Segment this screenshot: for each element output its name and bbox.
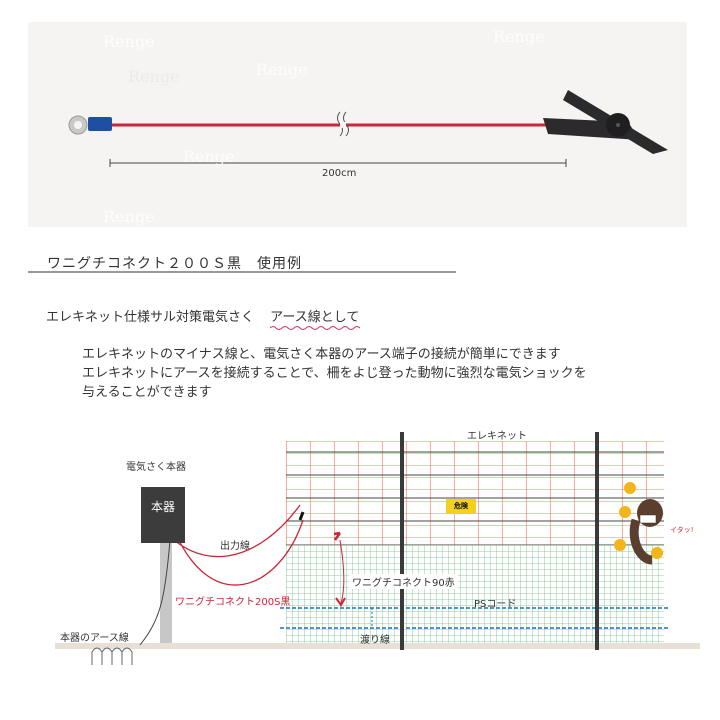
watermark: Renge (128, 67, 180, 86)
watermark: Renge (493, 27, 545, 46)
description-line: エレキネットにアースを接続することで、柵をよじ登った動物に強烈な電気ショックを (82, 366, 587, 381)
output-wire-label: 出力線 (220, 541, 250, 552)
section-title: ワニグチコネクト２００Ｓ黒 使用例 (47, 256, 302, 272)
highlight-text: アース線として (270, 310, 360, 325)
energizer-box: 本器 (141, 487, 185, 543)
watermark: Renge (183, 147, 235, 166)
watermark: Renge (103, 207, 155, 226)
energizer-title: 電気さく本器 (126, 462, 186, 473)
fence-diagram (55, 432, 700, 665)
lead-prefix: エレキネット仕様サル対策電気さく (46, 310, 255, 325)
dimension-label: 200cm (322, 168, 357, 179)
net-label: エレキネット (467, 431, 527, 442)
description-line: 与えることができます (82, 385, 212, 400)
clip-90-label: ワニグチコネクト90赤 (349, 574, 458, 589)
ground-wire-label: 本器のアース線 (60, 633, 129, 644)
ring-terminal-icon (68, 115, 112, 135)
ground-line (55, 643, 700, 649)
jumper-label: 渡り線 (360, 635, 390, 646)
clip-200s-label: ワニグチコネクト200S黒 (175, 597, 291, 608)
wavy-underline-icon (270, 326, 361, 330)
description-body: エレキネットのマイナス線と、電気さく本器のアース端子の接続が簡単にできます エレ… (82, 345, 587, 402)
watermark: Renge (256, 60, 308, 79)
fence-post (400, 432, 404, 650)
energizer-pole (160, 540, 172, 643)
alligator-clip-icon (543, 90, 668, 154)
description-line: エレキネットのマイナス線と、電気さく本器のアース端子の接続が簡単にできます (82, 347, 561, 362)
monkey-icon (614, 482, 663, 565)
monkey-cry: イタッ! (670, 526, 694, 534)
ps-cord-label: PSコード (474, 599, 517, 610)
section-divider (28, 271, 456, 273)
danger-sign: 危険 (446, 499, 476, 514)
watermark: Renge (103, 32, 155, 51)
wire-illustration (68, 90, 668, 167)
lead-highlight: アース線として (270, 306, 361, 330)
lead-text: エレキネット仕様サル対策電気さく アース線として (46, 306, 361, 330)
product-photo: Renge Renge Renge Renge Renge Renge (28, 22, 687, 227)
fence-post (595, 432, 599, 650)
